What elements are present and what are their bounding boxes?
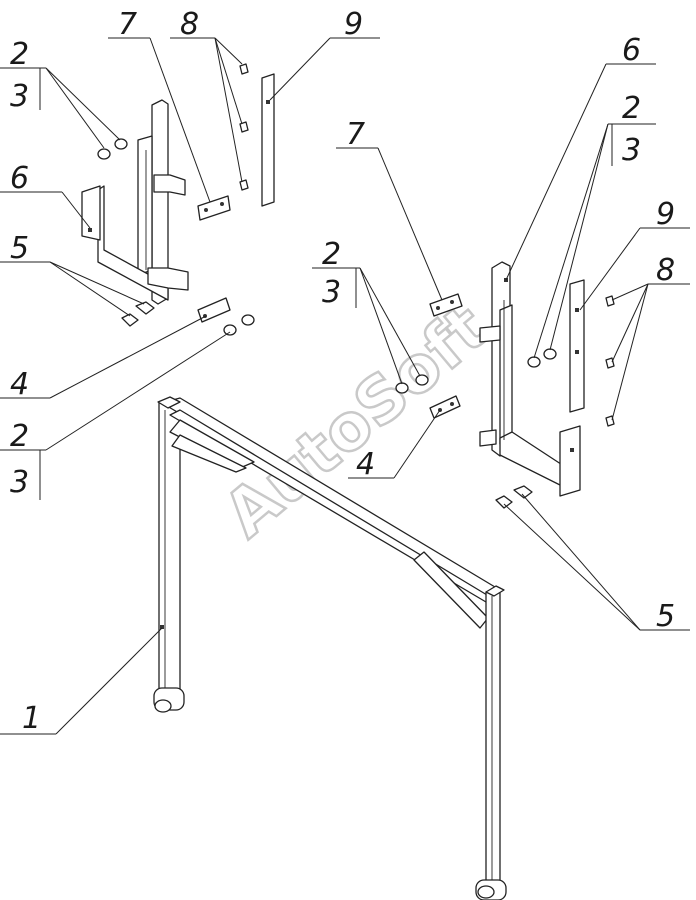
callout-9-right: 9 — [656, 197, 675, 232]
right-bolts-part-5 — [495, 485, 533, 509]
callout-3-top-left: 3 — [10, 79, 29, 114]
callout-4-left: 4 — [10, 367, 29, 402]
callout-4-middle: 4 — [356, 447, 375, 482]
left-nuts-parts-2-3-lower — [223, 314, 255, 336]
callout-2-top-left: 2 — [10, 37, 29, 72]
callout-3-middle: 3 — [322, 275, 341, 310]
left-plate-part-4 — [197, 297, 231, 323]
callout-6-right: 6 — [622, 33, 641, 68]
callout-5-right: 5 — [656, 599, 675, 634]
callout-2-middle: 2 — [322, 237, 341, 272]
callout-8-top: 8 — [180, 7, 199, 42]
callout-3-left-lower: 3 — [10, 465, 29, 500]
callout-9-top: 9 — [344, 7, 363, 42]
left-strip-part-9 — [261, 73, 275, 207]
callout-6-left: 6 — [10, 161, 29, 196]
callout-7-middle: 7 — [346, 117, 365, 152]
left-plate-part-7 — [197, 195, 231, 221]
right-bracket-part-6 — [479, 261, 581, 497]
callout-3-right: 3 — [622, 133, 641, 168]
callout-2-left-lower: 2 — [10, 419, 29, 454]
frame-part-1 — [153, 396, 507, 900]
callout-5-left: 5 — [10, 231, 29, 266]
leader-lines — [0, 37, 690, 735]
right-plate-part-7 — [429, 293, 463, 317]
left-screws-part-8 — [239, 63, 249, 191]
callout-1: 1 — [22, 701, 41, 736]
left-bolts-part-5 — [121, 301, 155, 327]
left-bracket-part-6 — [81, 99, 189, 305]
right-strip-part-9 — [569, 279, 585, 413]
right-plate-part-4 — [429, 395, 461, 419]
callout-labels: 2 3 7 8 9 6 5 4 2 3 7 2 3 4 6 2 3 9 8 5 … — [10, 7, 675, 736]
callout-8-right: 8 — [656, 253, 675, 288]
left-nut-washer-parts-2-3 — [97, 138, 128, 160]
callout-2-right: 2 — [622, 91, 641, 126]
callout-7-top: 7 — [118, 7, 137, 42]
